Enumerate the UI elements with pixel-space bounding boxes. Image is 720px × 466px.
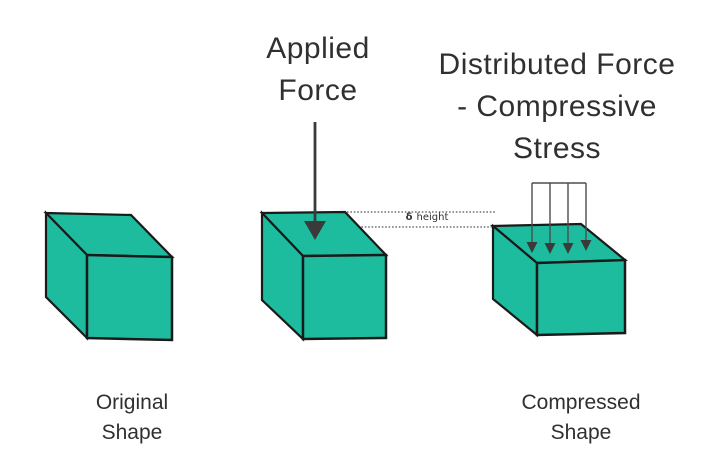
delta-height-label: δ height [377,212,477,224]
arrow-head [562,243,574,254]
applied-force-label: Applied Force [266,32,370,107]
applied-force-cube [259,210,389,342]
arrow-head [580,240,592,251]
delta-height-text: height [416,212,449,223]
distributed-force-arrows-icon [526,182,592,254]
original-shape-cube [43,210,175,342]
arrow-head [544,243,556,254]
cube-front-face [535,258,627,337]
compressed-shape-cube [490,222,628,338]
cube-front-face [301,253,388,341]
applied-force-arrow-icon [304,122,326,240]
distributed-force-label: Distributed Force - Compressive Stress [438,48,676,165]
arrow-head [526,242,538,253]
original-shape-label: Original Shape [95,391,169,444]
compressed-shape-label: Compressed Shape [521,391,641,444]
delta-symbol: δ [405,212,413,223]
arrow-head [304,221,326,240]
delta-height-dimension-lines [347,211,495,228]
cube-front-face [85,253,174,342]
